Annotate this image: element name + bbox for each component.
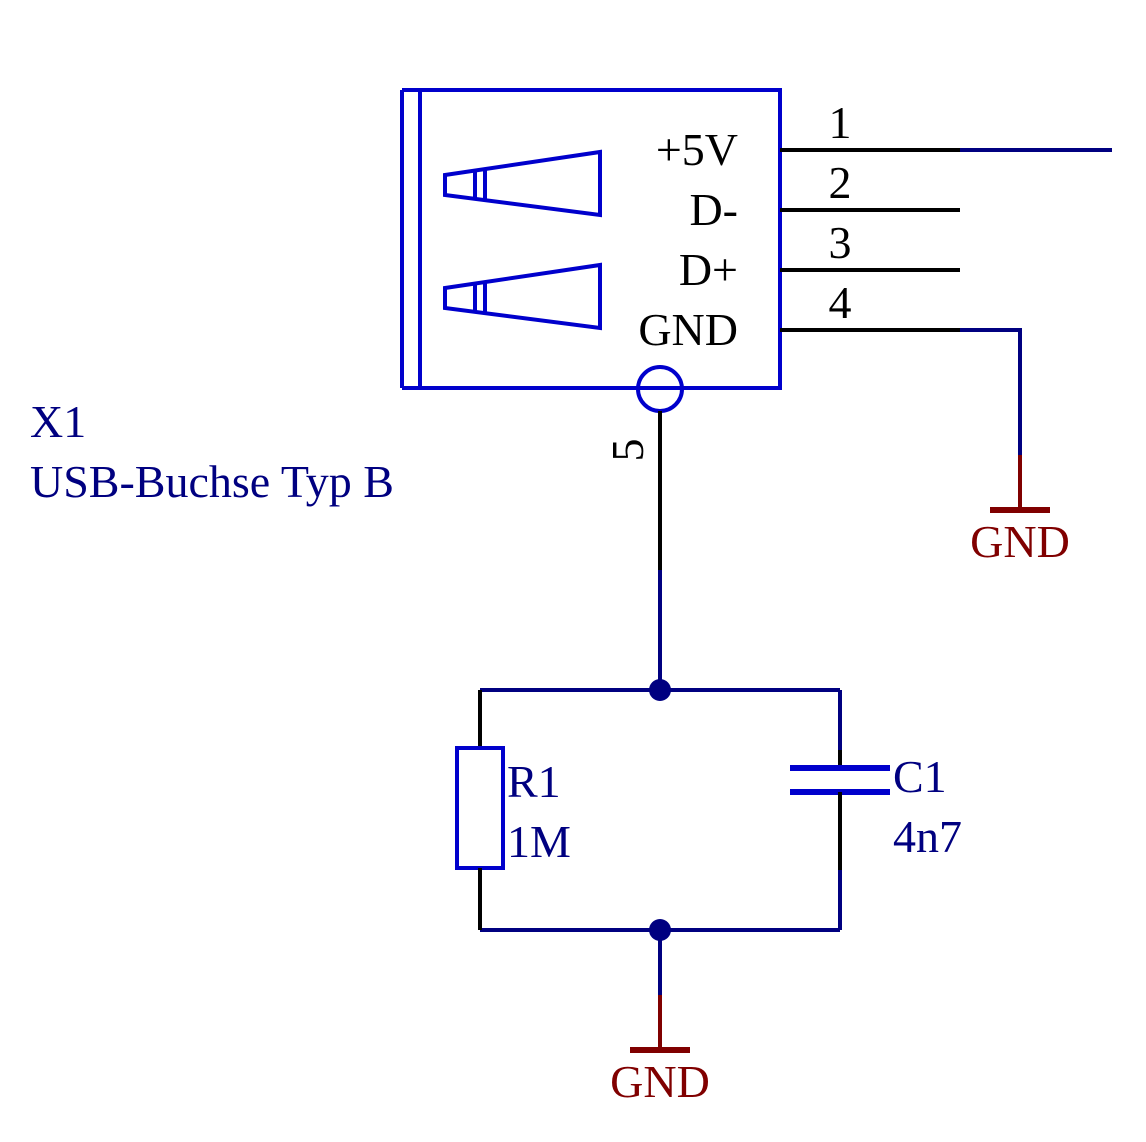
resistor-designator: R1: [507, 756, 561, 807]
contact-graphic-upper: [443, 149, 602, 218]
resistor-r1: R1 1M: [455, 690, 571, 930]
resistor-value: 1M: [507, 816, 571, 867]
connector-body: [418, 88, 782, 390]
ground-label-right: GND: [970, 516, 1070, 567]
junction-dot-bottom: [649, 919, 671, 941]
pin-number-1: 1: [829, 97, 852, 148]
resistor-body: [455, 746, 505, 870]
ground-symbol-bottom: GND: [610, 995, 710, 1107]
pin-number-4: 4: [829, 277, 852, 328]
junction-dot-top: [649, 679, 671, 701]
wire-pin4-gnd: [960, 328, 1022, 455]
capacitor-c1: C1 4n7: [790, 690, 962, 930]
pin-name-4: GND: [638, 304, 738, 355]
pin-number-3: 3: [829, 217, 852, 268]
wires: [480, 148, 1112, 995]
pin-name-3: D+: [679, 244, 738, 295]
ground-symbol-right: GND: [970, 455, 1070, 567]
pin-number-2: 2: [829, 157, 852, 208]
connector-value: USB-Buchse Typ B: [30, 456, 394, 507]
capacitor-value: 4n7: [893, 811, 962, 862]
contact-graphic-lower: [443, 262, 602, 331]
pin-name-2: D-: [689, 184, 738, 235]
pin-name-1: +5V: [656, 124, 738, 175]
connector-pins: 1 2 3 4 5: [602, 97, 960, 570]
usb-connector-symbol: +5V D- D+ GND: [400, 88, 782, 413]
capacitor-designator: C1: [893, 751, 947, 802]
pin-number-5: 5: [602, 439, 653, 462]
connector-designator: X1: [30, 396, 86, 447]
ground-label-bottom: GND: [610, 1056, 710, 1107]
